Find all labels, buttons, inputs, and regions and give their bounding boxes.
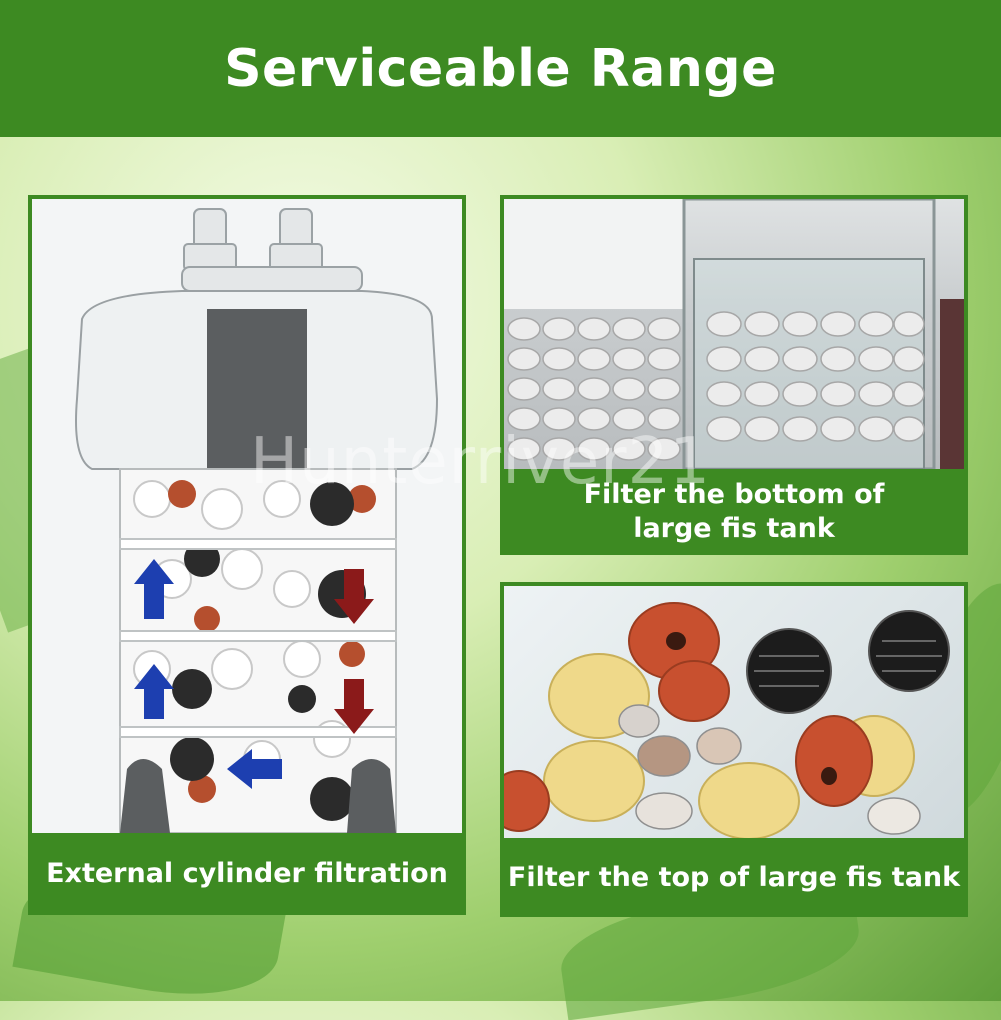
tank-top-illustration [504,586,964,838]
page-title: Serviceable Range [224,38,777,99]
caption-bottom-tank: Filter the bottom of large fis tank [583,479,885,544]
panel-external-filtration: External cylinder filtration [28,195,466,915]
caption-external-filtration: External cylinder filtration [46,858,448,890]
panel-bottom-tank: Filter the bottom of large fis tank [500,195,968,555]
external-filter-image [32,199,462,833]
external-filter-illustration [75,208,439,833]
tank-top-image [504,586,964,838]
tank-bottom-illustration [504,199,964,469]
caption-top-tank: Filter the top of large fis tank [507,861,961,893]
header-banner: Serviceable Range [0,0,1001,137]
watermark-text: Hunterriver21 [250,425,711,499]
panel-top-tank: Filter the top of large fis tank [500,582,968,917]
tank-bottom-image [504,199,964,469]
flow-arrows [134,559,374,789]
